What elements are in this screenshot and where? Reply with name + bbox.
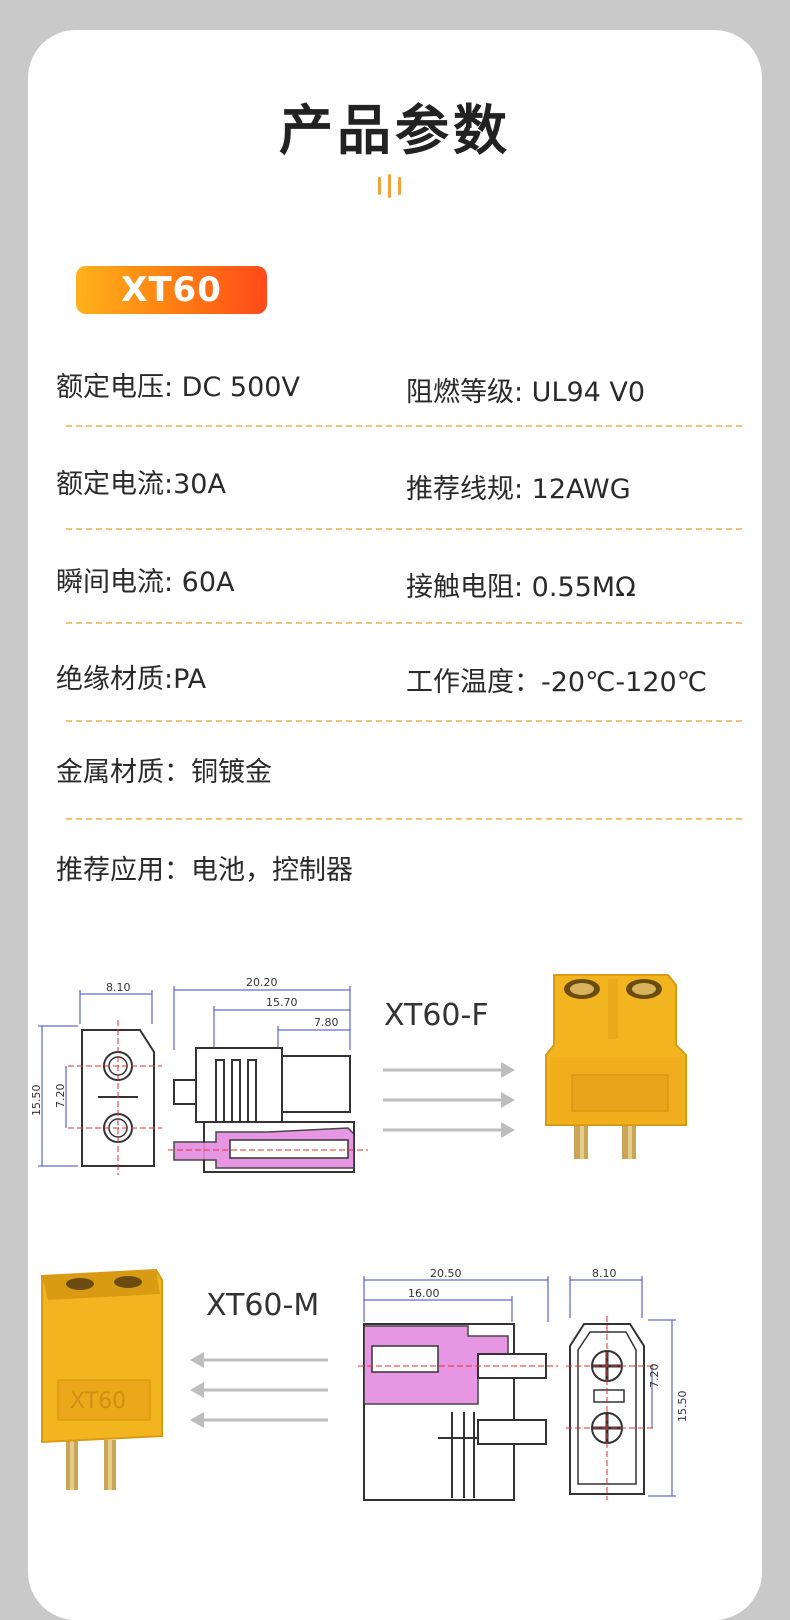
male-connector-photo: XT60 (41, 1268, 163, 1490)
divider (66, 528, 742, 530)
arrows-right (383, 1062, 515, 1138)
divider (66, 622, 742, 624)
dim-total: 20.50 (430, 1267, 462, 1280)
spec-metal: 金属材质：铜镀金 (56, 757, 272, 788)
spec-wire-gauge: 推荐线规: 12AWG (406, 474, 631, 505)
dim-short: 7.80 (314, 1016, 339, 1029)
spec-insulation: 绝缘材质:PA (56, 664, 207, 695)
model-badge: XT60 (76, 266, 267, 314)
dim-mid: 16.00 (408, 1287, 440, 1300)
female-model-label: XT60-F (384, 998, 489, 1033)
divider (66, 425, 742, 427)
divider (66, 720, 742, 722)
female-connector-photo (545, 974, 687, 1159)
female-side-section: 20.20 15.70 7.80 (168, 976, 368, 1173)
divider (66, 818, 742, 820)
male-front-view: 8.10 7.20 15.50 (566, 1267, 689, 1500)
dim-total: 20.20 (246, 976, 278, 989)
title-decoration (372, 174, 412, 198)
male-side-section: 20.50 16.00 (358, 1267, 558, 1501)
spec-rated-voltage: 额定电压: DC 500V (56, 372, 300, 403)
dim-height: 15.50 (30, 1085, 43, 1117)
spec-rated-current: 额定电流:30A (56, 469, 226, 500)
spec-application: 推荐应用：电池，控制器 (56, 855, 353, 886)
product-marking: XT60 (70, 1389, 126, 1414)
female-front-view: 8.10 15.50 7.20 (30, 981, 162, 1175)
spec-card: 产品参数 XT60 额定电压: DC 500V 阻燃等级: UL94 V0 额定… (28, 30, 762, 1620)
spec-peak-current: 瞬间电流: 60A (56, 567, 235, 598)
spec-flame-rating: 阻燃等级: UL94 V0 (406, 377, 646, 408)
dim-pitch: 7.20 (54, 1084, 67, 1109)
spec-contact-resistance: 接触电阻: 0.55MΩ (406, 572, 636, 603)
arrows-left (190, 1352, 328, 1428)
dim-height: 15.50 (676, 1391, 689, 1423)
dim-width: 8.10 (106, 981, 131, 994)
spec-temperature: 工作温度：-20℃-120℃ (406, 667, 708, 698)
male-model-label: XT60-M (206, 1288, 320, 1323)
page-title: 产品参数 (279, 99, 511, 162)
dim-width: 8.10 (592, 1267, 617, 1280)
dim-mid: 15.70 (266, 996, 298, 1009)
dim-pitch: 7.20 (648, 1364, 661, 1389)
